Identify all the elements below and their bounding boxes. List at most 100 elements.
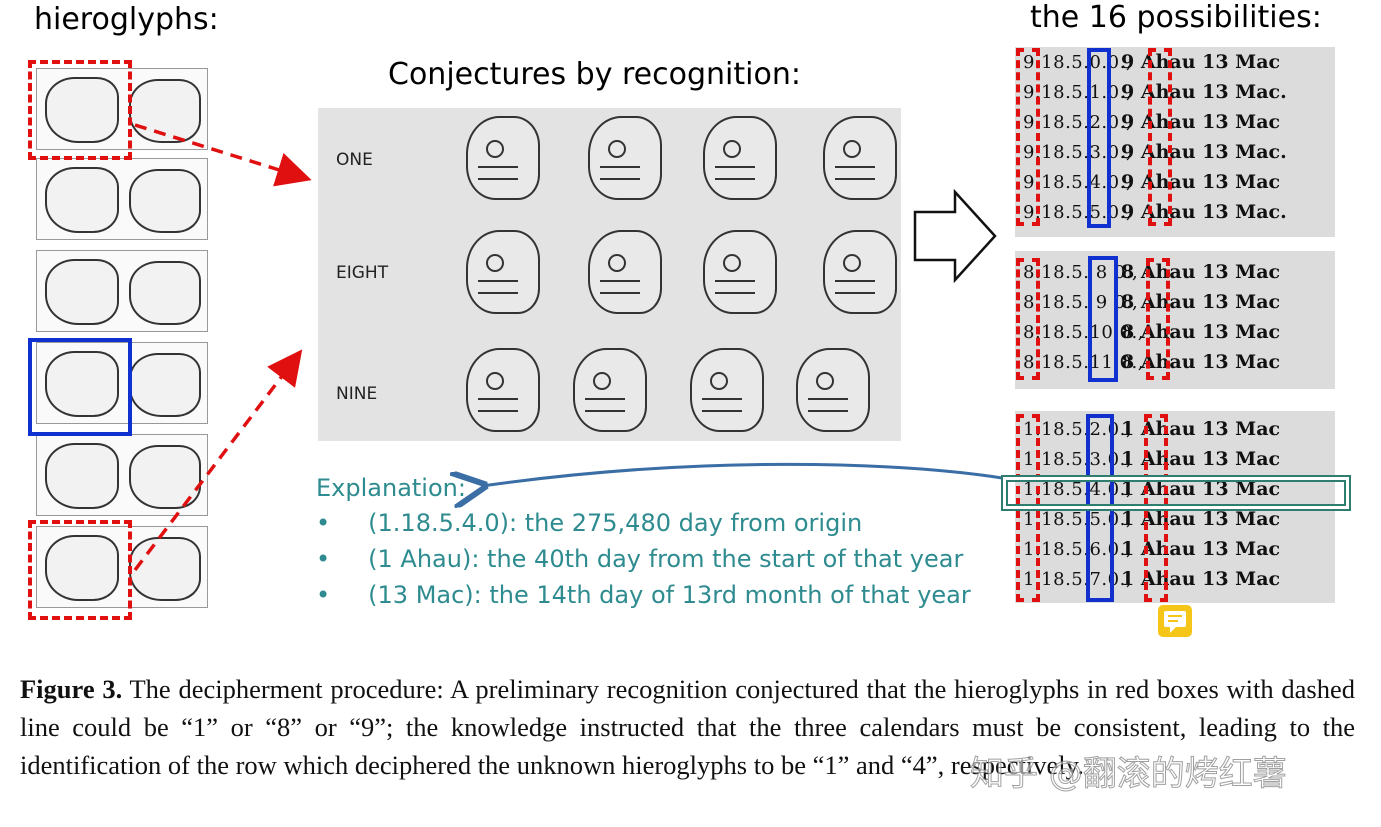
- long-count: 8.18.5.10 0.,: [1023, 322, 1144, 343]
- explanation-bullet: •(1.18.5.4.0): the 275,480 day from orig…: [316, 509, 863, 537]
- possibility-row: 1.18.5.5.0.,1 Ahau 13 Mac: [1023, 508, 1280, 530]
- long-count: 8.18.5. 9 0.,: [1023, 292, 1139, 313]
- red-dashed-box-ahau-g3: [1144, 414, 1168, 602]
- glyph-nine-4: [796, 348, 870, 432]
- red-dashed-box-first-digit-g3: [1016, 414, 1040, 602]
- calendar-round: 1 Ahau 13 Mac: [1121, 538, 1281, 560]
- possibility-row: 8.18.5.10 0.,8 Ahau 13 Mac: [1023, 321, 1280, 343]
- calendar-round: 1 Ahau 13 Mac: [1121, 448, 1281, 470]
- long-count: 9.18.5.4.0.,: [1023, 172, 1133, 193]
- conjecture-label-nine: NINE: [336, 384, 378, 404]
- figure-label: Figure 3.: [20, 674, 123, 704]
- hieroglyph-cell: [36, 526, 208, 608]
- glyph-one-1: [466, 116, 540, 200]
- possibility-row-highlighted: 1.18.5.4.0.,1 Ahau 13 Mac: [1023, 478, 1280, 500]
- calendar-round: 8 Ahau 13 Mac: [1121, 261, 1281, 283]
- glyph-eight-3: [703, 230, 777, 314]
- red-dashed-box-top: [28, 60, 132, 160]
- conjecture-label-one: ONE: [336, 150, 373, 170]
- red-dashed-arrow-top: [134, 123, 312, 187]
- hieroglyph-cell: [36, 68, 208, 150]
- calendar-round: 1 Ahau 13 Mac: [1121, 508, 1281, 530]
- long-count: 1.18.5.6.0.,: [1023, 539, 1133, 560]
- glyph-one-2: [588, 116, 662, 200]
- glyph-one-3: [703, 116, 777, 200]
- possibility-row: 8.18.5.11 0.,8 Ahau 13 Mac: [1023, 351, 1280, 373]
- possibility-row: 1.18.5.2.0.,1 Ahau 13 Mac: [1023, 418, 1280, 440]
- long-count: 1.18.5.7.0.,: [1023, 569, 1133, 590]
- long-count: 9.18.5.1.0.,: [1023, 82, 1133, 103]
- conjectures-heading: Conjectures by recognition:: [388, 57, 801, 92]
- explanation-bullet-text: (13 Mac): the 14th day of 13rd month of …: [368, 581, 971, 609]
- conjectures-panel: ONE EIGHT NINE: [318, 108, 901, 441]
- long-count: 9.18.5.5.0.,: [1023, 202, 1133, 223]
- calendar-round: 8 Ahau 13 Mac: [1121, 321, 1281, 343]
- glyph-nine-2: [573, 348, 647, 432]
- red-dashed-box-ahau-g1: [1148, 48, 1172, 226]
- explanation-bullet: •(13 Mac): the 14th day of 13rd month of…: [316, 581, 971, 609]
- calendar-round: 8 Ahau 13 Mac: [1121, 291, 1281, 313]
- long-count: 1.18.5.4.0.,: [1023, 479, 1133, 500]
- possibility-row: 8.18.5. 9 0.,8 Ahau 13 Mac: [1023, 291, 1280, 313]
- calendar-round: 9 Ahau 13 Mac.: [1121, 81, 1287, 103]
- possibility-row: 9.18.5.4.0.,9 Ahau 13 Mac: [1023, 171, 1280, 193]
- calendar-round: 9 Ahau 13 Mac.: [1121, 201, 1287, 223]
- long-count: 9.18.5.0.0.,: [1023, 52, 1133, 73]
- explanation-bullet-text: (1.18.5.4.0): the 275,480 day from origi…: [368, 509, 863, 537]
- figure-caption: Figure 3. The decipherment procedure: A …: [20, 670, 1355, 784]
- possibilities-panel: 9.18.5.0.0.,9 Ahau 13 Mac 9.18.5.1.0.,9 …: [1015, 47, 1335, 603]
- blue-box-digit-g1: [1087, 48, 1111, 228]
- highlight-row-box: [1001, 475, 1351, 511]
- blue-box-digit-g3: [1086, 414, 1114, 602]
- calendar-round: 9 Ahau 13 Mac: [1121, 51, 1281, 73]
- hieroglyph-cell: [36, 158, 208, 240]
- possibility-row: 9.18.5.2.0.,9 Ahau 13 Mac: [1023, 111, 1280, 133]
- calendar-round: 1 Ahau 13 Mac: [1121, 478, 1281, 500]
- possibility-row: 1.18.5.6.0.,1 Ahau 13 Mac: [1023, 538, 1280, 560]
- long-count: 9.18.5.2.0.,: [1023, 112, 1133, 133]
- glyph-eight-2: [588, 230, 662, 314]
- figure-caption-text: The decipherment procedure: A preliminar…: [20, 674, 1355, 780]
- explanation-title: Explanation:: [316, 474, 466, 502]
- possibility-row: 8.18.5. 8 0.,8 Ahau 13 Mac: [1023, 261, 1280, 283]
- calendar-round: 1 Ahau 13 Mac: [1121, 418, 1281, 440]
- calendar-round: 9 Ahau 13 Mac: [1121, 111, 1281, 133]
- red-dashed-box-ahau-g2: [1146, 258, 1170, 380]
- possibility-row: 1.18.5.7.0.,1 Ahau 13 Mac: [1023, 568, 1280, 590]
- calendar-round: 1 Ahau 13 Mac: [1121, 568, 1281, 590]
- blue-box-middle: [28, 338, 132, 436]
- long-count: 8.18.5.11 0.,: [1023, 352, 1144, 373]
- calendar-round: 8 Ahau 13 Mac: [1121, 351, 1281, 373]
- hieroglyph-cell: [36, 434, 208, 516]
- glyph-nine-1: [466, 348, 540, 432]
- red-dashed-box-first-digit-g1: [1016, 48, 1040, 226]
- hieroglyph-cell: [36, 250, 208, 332]
- blue-box-digit-g2: [1088, 256, 1118, 382]
- comment-note-icon[interactable]: [1158, 605, 1192, 637]
- calendar-round: 9 Ahau 13 Mac.: [1121, 141, 1287, 163]
- red-dashed-box-bottom: [28, 520, 132, 620]
- possibility-row: 9.18.5.3.0.,9 Ahau 13 Mac.: [1023, 141, 1287, 163]
- hieroglyph-cell: [36, 342, 208, 424]
- possibility-row: 9.18.5.1.0.,9 Ahau 13 Mac.: [1023, 81, 1287, 103]
- glyph-nine-3: [690, 348, 764, 432]
- possibility-row: 1.18.5.3.0.,1 Ahau 13 Mac: [1023, 448, 1280, 470]
- calendar-round: 9 Ahau 13 Mac: [1121, 171, 1281, 193]
- long-count: 9.18.5.3.0.,: [1023, 142, 1133, 163]
- watermark: 知乎 @翻滚的烤红薯: [970, 754, 1288, 795]
- possibility-row: 9.18.5.5.0.,9 Ahau 13 Mac.: [1023, 201, 1287, 223]
- long-count: 1.18.5.3.0.,: [1023, 449, 1133, 470]
- long-count: 1.18.5.2.0.,: [1023, 419, 1133, 440]
- possibility-row: 9.18.5.0.0.,9 Ahau 13 Mac: [1023, 51, 1280, 73]
- long-count: 1.18.5.5.0.,: [1023, 509, 1133, 530]
- glyph-eight-4: [823, 230, 897, 314]
- conjecture-label-eight: EIGHT: [336, 263, 389, 283]
- long-count: 8.18.5. 8 0.,: [1023, 262, 1139, 283]
- red-dashed-box-first-digit-g2: [1016, 258, 1040, 380]
- red-dashed-arrow-bottom: [133, 349, 303, 572]
- glyph-one-4: [823, 116, 897, 200]
- explanation-bullet: •(1 Ahau): the 40th day from the start o…: [316, 545, 964, 573]
- curved-explanation-arrow: [482, 462, 1003, 486]
- possibilities-heading: the 16 possibilities:: [1030, 0, 1322, 35]
